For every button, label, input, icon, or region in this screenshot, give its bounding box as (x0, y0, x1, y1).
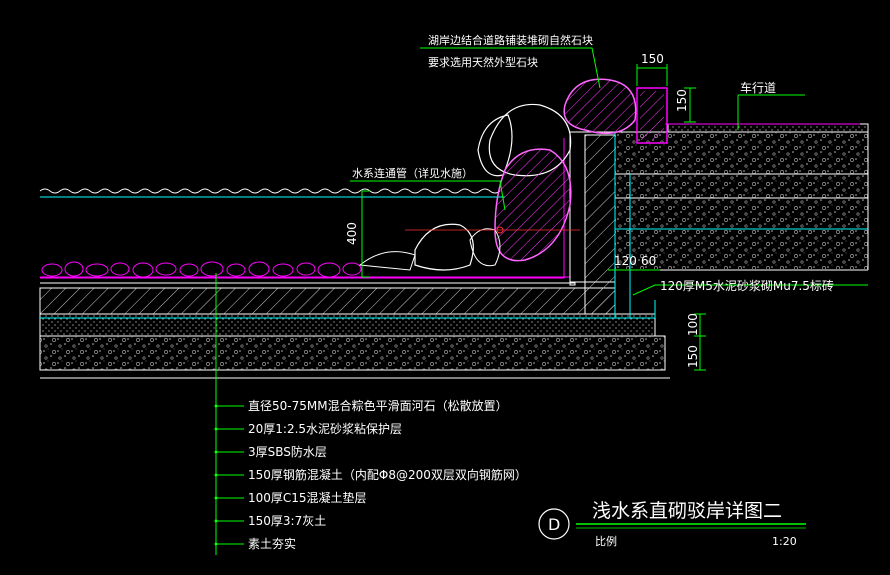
stone-note-line1: 湖岸边结合道路铺装堆砌自然石块 (428, 33, 593, 47)
layer-item: 150厚钢筋混凝土（内配Φ8@200双层双向钢筋网） (248, 467, 527, 482)
layer-item: 150厚3:7灰土 (248, 514, 326, 528)
water-surface (39, 188, 505, 198)
scale-label: 比例 (595, 534, 617, 548)
layer-item: 100厚C15混凝土垫层 (248, 490, 367, 505)
layer-item: 3厚SBS防水层 (248, 444, 327, 459)
detail-symbol-circle (538, 508, 570, 540)
layer-dim-b: 150 (686, 345, 700, 368)
layer-item: 直径50-75MM混合粽色平滑面河石（松散放置） (248, 398, 508, 413)
water-depth-dim: 400 (345, 222, 359, 245)
connection-pipe (405, 226, 580, 234)
layer-item: 20厚1:2.5水泥砂浆粘保护层 (248, 421, 402, 436)
wall-dim-b: 60 (641, 254, 656, 268)
wall-dim-a: 120 (614, 254, 637, 268)
layer-callouts: 直径50-75MM混合粽色平滑面河石（松散放置） 20厚1:2.5水泥砂浆粘保护… (214, 398, 527, 551)
road-label: 车行道 (740, 80, 776, 95)
curb-height-dim: 150 (675, 89, 689, 112)
pipe-label: 水系连通管（详见水施） (352, 166, 473, 180)
drawing-title: 浅水系直砌驳岸详图二 (592, 500, 782, 522)
detail-symbol: D (548, 515, 560, 534)
stone-note-line2: 要求选用天然外型石块 (428, 55, 538, 69)
foundation-layers (39, 134, 670, 379)
curb-width-dim: 150 (641, 52, 664, 66)
title-block: D 浅水系直砌驳岸详图二 比例 1:20 (538, 500, 806, 548)
road-structure (614, 87, 869, 271)
wall-label: 120厚M5水泥砂浆砌Mu7.5标砖 (660, 278, 834, 293)
leader-lines (215, 47, 868, 555)
natural-stones (358, 78, 637, 271)
scale-value: 1:20 (772, 535, 797, 548)
river-pebbles (40, 261, 570, 278)
layer-item: 素土夯实 (248, 536, 296, 551)
layer-dim-a: 100 (686, 313, 700, 336)
